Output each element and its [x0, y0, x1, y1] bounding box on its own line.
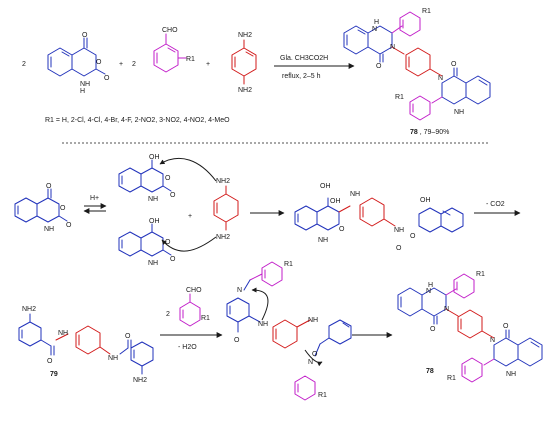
product-78-label-final: 78: [426, 368, 434, 375]
atom-label: H: [80, 88, 85, 95]
atom-label: NH: [318, 237, 328, 244]
atom-label: NH: [58, 330, 68, 337]
atom-label: O: [82, 32, 88, 39]
atom-label: O: [170, 192, 176, 199]
atom-label: O: [376, 63, 382, 70]
isatoic-anhydride-mech: [14, 188, 68, 223]
atom-label: NH2: [238, 87, 252, 94]
coefficient-aldehyde: 2: [166, 311, 170, 318]
benzaldehyde-structure: [153, 33, 187, 73]
atom-label: NH: [258, 321, 268, 328]
atom-label: CHO: [162, 27, 178, 34]
atom-label: N: [372, 26, 377, 33]
atom-label: NH: [148, 260, 158, 267]
atom-label: NH: [44, 226, 54, 233]
atom-label: O: [60, 205, 66, 212]
electron-flow-arrow: [304, 349, 323, 367]
atom-label: N: [438, 75, 443, 82]
atom-label: H: [428, 282, 433, 289]
product-label: 78 , 79–90%: [410, 129, 449, 136]
product-78-structure-final: [397, 273, 543, 383]
atom-label: O: [46, 183, 52, 190]
atom-label: O: [451, 61, 457, 68]
atom-label: O: [312, 351, 318, 358]
substituent-r1: R1: [422, 8, 431, 15]
atom-label: O: [66, 222, 72, 229]
electron-flow-arrow: [251, 287, 269, 321]
atom-label: O: [503, 323, 509, 330]
water-loss-label: - H2O: [178, 344, 197, 351]
atom-label: OH: [149, 218, 160, 225]
phenylenediamine-mech: [213, 185, 239, 231]
coefficient-isatoic-anhydride: 2: [22, 61, 26, 68]
plus-sign: +: [206, 61, 210, 68]
substituent-r1: R1: [284, 261, 293, 268]
atom-label: OH: [420, 197, 431, 204]
product-78-structure: [343, 11, 491, 121]
atom-label: NH: [108, 355, 118, 362]
benzaldehyde-structure-small: [179, 293, 201, 327]
atom-label: NH: [394, 227, 404, 234]
coefficient-aldehyde: 2: [132, 61, 136, 68]
co2-loss-label: - CO2: [486, 201, 505, 208]
atom-label: NH: [308, 317, 318, 324]
isatoic-anhydride-structure: [47, 37, 106, 77]
atom-label: NH: [148, 196, 158, 203]
atom-label: NH2: [216, 234, 230, 241]
atom-label: O: [430, 326, 436, 333]
electron-flow-arrow: [159, 157, 217, 182]
atom-label: O: [165, 175, 171, 182]
activated-anhydride-lower: [118, 223, 172, 257]
atom-label: O: [47, 358, 53, 365]
atom-label: NH: [350, 191, 360, 198]
reaction-reagent: Gla. CH3CO2H: [280, 55, 328, 62]
bis-adduct-intermediate: [294, 197, 464, 233]
atom-label: O: [104, 75, 110, 82]
compound-79-structure: [18, 313, 154, 375]
phenylenediamine-structure: [231, 39, 257, 85]
substituent-r1: R1: [476, 271, 485, 278]
atom-label: CHO: [186, 287, 202, 294]
atom-label: NH2: [216, 178, 230, 185]
atom-label: O: [410, 233, 416, 240]
atom-label: O: [234, 337, 240, 344]
atom-label: N: [237, 287, 242, 294]
electron-flow-arrow: [161, 236, 217, 252]
atom-label: NH: [506, 371, 516, 378]
substituent-r1: R1: [201, 315, 210, 322]
plus-sign: +: [119, 61, 123, 68]
atom-label: N: [308, 359, 313, 366]
atom-label: N: [426, 288, 431, 295]
atom-label: H: [374, 19, 379, 26]
atom-label: O: [339, 226, 345, 233]
atom-label: O: [96, 59, 102, 66]
atom-label: N: [390, 44, 395, 51]
atom-label: O: [125, 333, 131, 340]
substituent-r1: R1: [447, 375, 456, 382]
atom-label: OH: [149, 154, 160, 161]
substituent-list: R1 = H, 2-Cl, 4-Cl, 4-Br, 4-F, 2-NO2, 3-…: [45, 117, 230, 124]
plus-sign: +: [188, 213, 192, 220]
atom-label: N: [490, 337, 495, 344]
atom-label: NH: [80, 81, 90, 88]
reaction-conditions: reflux, 2–5 h: [282, 73, 321, 80]
substituent-r1: R1: [186, 56, 195, 63]
compound-79-label: 79: [50, 371, 58, 378]
substituent-r1: R1: [318, 392, 327, 399]
atom-label: O: [396, 245, 402, 252]
substituent-r1: R1: [395, 94, 404, 101]
atom-label: O: [165, 239, 171, 246]
atom-label: NH2: [133, 377, 147, 384]
activated-anhydride-upper: [118, 159, 172, 193]
atom-label: NH: [454, 109, 464, 116]
bis-imine-intermediate: [226, 261, 352, 401]
atom-label: NH2: [238, 32, 252, 39]
atom-label: O: [170, 256, 176, 263]
proton-catalyst: H+: [90, 195, 99, 202]
atom-label: N: [444, 306, 449, 313]
atom-label: OH: [320, 183, 331, 190]
atom-label: OH: [330, 198, 341, 205]
atom-label: NH2: [22, 306, 36, 313]
